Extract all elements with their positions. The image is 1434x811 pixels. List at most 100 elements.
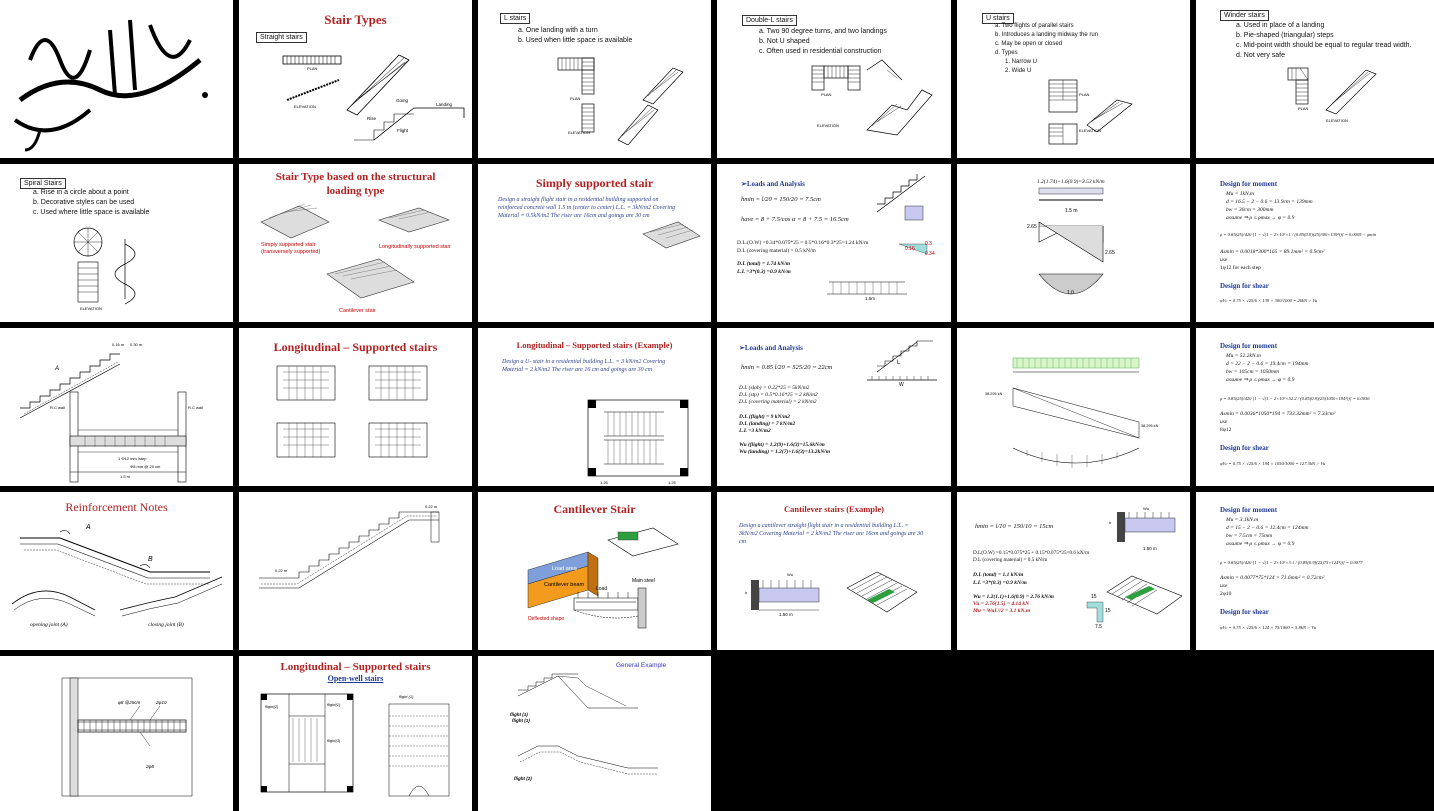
calc-line: use: [1220, 419, 1228, 425]
cantilever-beam-drawing: [527, 527, 679, 629]
slide-2[interactable]: Stair Types Straight stairs PLAN ELEVATI…: [239, 0, 472, 158]
height-label: h: [745, 590, 748, 595]
slide-27[interactable]: General Example flight (1) flight (1) fl…: [478, 656, 711, 811]
slide-11[interactable]: 1.2(1.74)+1.6(0.9)=3.53 kN/m 1.5 m 2.65 …: [957, 164, 1190, 322]
bullet-item: a. Rise in a circle about a point: [33, 189, 129, 196]
slide-title: Cantilever Stair: [553, 502, 636, 516]
calc-line: Mu = 52.2kN.m: [1226, 353, 1261, 359]
equation: hmin = 0.85 l/20 = 525/20 = 22cm: [741, 364, 833, 371]
slide-17[interactable]: 38.295 kN 38.295 kN: [957, 328, 1190, 486]
bullet-list: a. Used in place of a landing b. Pie-sha…: [1236, 21, 1412, 61]
shear-value-left: 2.65: [1027, 224, 1037, 230]
span-label: 1.5m: [865, 296, 876, 301]
slide-9[interactable]: Simply supported stair Design a straight…: [478, 164, 711, 322]
type-label: Spiral Stairs: [20, 178, 66, 189]
dim-label: 0.30 m: [130, 342, 143, 347]
flight-label: flight (1): [512, 718, 530, 723]
longitudinal-reinforcement-section: [259, 511, 440, 589]
slide-7[interactable]: Spiral Stairs a. Rise in a circle about …: [0, 164, 233, 322]
loading-type-drawings: [260, 203, 450, 299]
slide-10[interactable]: ➢Loads and Analysis hmin = l/20 = 150/20…: [717, 164, 951, 322]
type-label: Winder stairs: [1220, 10, 1269, 21]
elevation-label: ELEVATION: [1326, 118, 1348, 123]
calc-line: use: [1220, 583, 1228, 589]
cantilever-beam-label: Cantilever beam: [544, 582, 585, 588]
dim-label: L: [897, 360, 901, 366]
winder-stair-drawing: [1287, 67, 1377, 115]
problem-text: Design a straight flight stair in a resi…: [498, 197, 676, 219]
calc-line: Asmin = 0.0018*300*165 = 89.1mm² = 0.9cm…: [1220, 249, 1325, 255]
plan-label: PLAN: [821, 92, 832, 97]
load-area-label: Load area: [552, 566, 577, 572]
slide-13[interactable]: A 0.16 m 0.30 m R.C wall R.C wall 1 Φ12 …: [0, 328, 233, 486]
slide-12[interactable]: Design for moment Mu = 1kN.m d = 16.5 − …: [1196, 164, 1434, 322]
elevation-label: ELEVATION: [294, 104, 316, 109]
slide-6[interactable]: Winder stairs a. Used in place of a land…: [1196, 0, 1434, 158]
section-marker: A: [55, 366, 60, 372]
calc-line: bw = 7.5cm = 75mm: [1226, 533, 1273, 539]
calc-line: assume ⇒ ρ ≤ ρmax → φ = 0.9: [1226, 541, 1295, 547]
slide-25[interactable]: φ8 @25cm 2φ10 2φ8: [0, 656, 233, 811]
slide-1[interactable]: [0, 0, 233, 158]
elevation-label: ELEVATION: [1079, 128, 1101, 133]
rebar-label: 2φ8: [146, 764, 154, 769]
bullet-item: c. Often used in residential constructio…: [759, 48, 882, 55]
shear-force: Vu = 2.76(1.5) = 4.14 kN: [973, 601, 1030, 607]
u-stair-plan: [587, 399, 689, 477]
shear-heading: Design for shear: [1220, 282, 1269, 290]
elevation-label: ELEVATION: [568, 130, 590, 135]
slide-8[interactable]: Stair Type based on the structural loadi…: [239, 164, 472, 322]
slide-20[interactable]: 0.22 m 0.22 m: [239, 492, 472, 650]
dead-load-line: D.L(O.W) =0.15*0.075*25 + 0.15*0.075*25=…: [973, 550, 1090, 556]
slide-3[interactable]: L stairs a. One landing with a turn b. U…: [478, 0, 711, 158]
slide-4[interactable]: Double-L stairs a. Two 90 degree turns, …: [717, 0, 951, 158]
bullet-item: b. Not U shaped: [759, 38, 810, 45]
open-well-stair-drawings: [260, 693, 450, 797]
dim-label: 1.25: [600, 480, 608, 485]
calc-line: ρ = 0.85(25)/420 [1 − √(1 − 2×10⁶×52.2 /…: [1220, 396, 1370, 401]
shear-moment-diagrams: [1038, 187, 1104, 295]
factored-load: Wu = 1.2(1.1)+1.6(0.9) = 2.76 kN/m: [973, 594, 1054, 600]
calc-line: Mu = 3.1kN.m: [1226, 517, 1259, 523]
caption-opening: opening joint (A): [30, 622, 68, 628]
wall-label-left: R.C wall: [50, 405, 65, 410]
dead-load-line: D.L.(O.W) =0.34*0.075*25 = 0.5*0.16*0.3*…: [737, 240, 869, 246]
type-label: U stairs: [982, 13, 1014, 24]
flight-label: flight (1): [399, 694, 414, 699]
calc-line: bw = 105cm = 1050mm: [1226, 369, 1279, 375]
slide-16[interactable]: ➢Loads and Analysis hmin = 0.85 l/20 = 5…: [717, 328, 951, 486]
slide-21[interactable]: Cantilever Stair Load area Cantilever be…: [478, 492, 711, 650]
calc-line: assume ⇒ ρ ≤ ρmax → φ = 0.9: [1226, 215, 1295, 221]
rebar-label: 1 Φ12 mm /step: [118, 456, 147, 461]
slide-24[interactable]: Design for moment Mu = 3.1kN.m d = 15 − …: [1196, 492, 1434, 650]
slide-23[interactable]: hmin = l/10 = 150/10 = 15cm D.L(O.W) =0.…: [957, 492, 1190, 650]
slide-5[interactable]: U stairs a. Two flights of parallel stai…: [957, 0, 1190, 158]
slide-15[interactable]: Longitudinal – Supported stairs (Example…: [478, 328, 711, 486]
calc-line: 1φ12 for each step: [1220, 265, 1261, 271]
u-stair-drawing: [1048, 79, 1133, 145]
moment-value: 1.0: [1067, 290, 1074, 296]
live-load: L.L =3 kN/m2: [739, 428, 771, 434]
span-label: 1.5 m: [1065, 208, 1078, 214]
slide-22[interactable]: Cantilever stairs (Example) Design a can…: [717, 492, 951, 650]
slide-18[interactable]: Design for moment Mu = 52.2kN.m d = 22 −…: [1196, 328, 1434, 486]
slide-26[interactable]: Longitudinal – Supported stairs Open-wel…: [239, 656, 472, 811]
calc-line: ρ = 0.85(25)/420 [1 − √(1 − 2×10⁶×1 / (0…: [1220, 232, 1377, 237]
stair-section-drawing: [19, 353, 187, 483]
bullet-list: a. Two 90 degree turns, and two landings…: [759, 27, 887, 57]
shear-heading: Design for shear: [1220, 444, 1269, 452]
span-label: 1.50 m: [1143, 546, 1157, 551]
flight-label: flight (1): [510, 712, 528, 717]
dim-label: 0.22 m: [275, 568, 288, 573]
type-label: L stairs: [500, 13, 531, 24]
moment-heading: Design for moment: [1220, 342, 1278, 350]
shear-value-right: 2.65: [1105, 250, 1115, 256]
calc-line: use: [1220, 257, 1228, 263]
bullet-item: 1. Narrow U: [1005, 59, 1038, 65]
calc-line: assume ⇒ ρ ≤ ρmax → φ = 0.9: [1226, 377, 1295, 383]
slide-19[interactable]: Reinforcement Notes A B opening joint (A…: [0, 492, 233, 650]
dead-load-line: D.L (slab) = 0.22*25 = 5kN/m2: [739, 385, 810, 391]
slide-14[interactable]: Longitudinal – Supported stairs: [239, 328, 472, 486]
flight-label: flight(3): [327, 738, 341, 743]
span-label: 1.50 m: [779, 612, 793, 617]
